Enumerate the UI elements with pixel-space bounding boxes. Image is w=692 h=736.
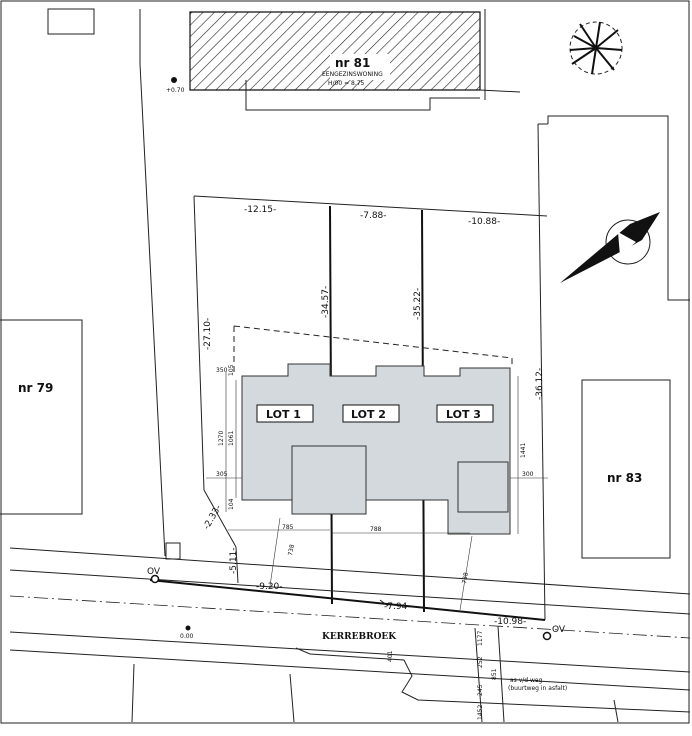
nr-83-label: nr 83 <box>607 471 642 485</box>
building-annex-lot2 <box>291 445 367 515</box>
level-point-road-icon <box>185 625 191 631</box>
nr-81-type-label: EENGEZINSWONING <box>322 71 383 78</box>
dim-r6: 401 <box>387 650 394 662</box>
nr-81-height-label: H/00 = 8.75 <box>328 80 365 87</box>
dim-b1: 785 <box>282 524 294 531</box>
dim-s1: 350 <box>216 367 228 374</box>
dim-depth-2: -35.22- <box>413 288 423 320</box>
tree-icon <box>569 21 623 75</box>
lot-1-label: LOT 1 <box>266 408 301 421</box>
dim-r4: 245 <box>477 684 484 696</box>
dim-line-738-a <box>269 517 281 587</box>
site-left-front <box>235 546 239 584</box>
dim-r5: 1452 <box>477 705 484 720</box>
lot-line-bottom <box>613 699 619 723</box>
nr-81-annex <box>245 80 480 111</box>
dim-s2: 104 <box>228 498 235 510</box>
road-edge-3 <box>9 631 691 673</box>
dim-front-2: -7.94- <box>384 602 411 612</box>
lot-line-bottom <box>474 627 483 723</box>
nr-79-label: nr 79 <box>18 381 53 395</box>
dim-r2: 252 <box>477 656 484 668</box>
lot-line-bottom <box>497 625 505 723</box>
lot-3-label: LOT 3 <box>446 408 481 421</box>
dim-h3: 1441 <box>520 443 527 458</box>
road-edge-top <box>9 547 691 595</box>
level-top: +0.70 <box>166 87 185 94</box>
dim-rear-2: -7.88- <box>360 211 387 221</box>
boundary-line-right <box>537 123 546 621</box>
ov-label-right: OV <box>552 625 566 635</box>
dim-rear-3: -10.88- <box>468 217 500 227</box>
nr-81-fence <box>479 89 521 93</box>
lot-line-bottom <box>289 673 295 723</box>
ov-marker-left-icon <box>150 574 160 584</box>
nr-81-label-bg <box>330 54 390 80</box>
lot-1-box <box>256 404 314 423</box>
dim-left-angle: -2.33- <box>202 504 224 532</box>
dim-w1: 305 <box>216 471 228 478</box>
nr-81-label: nr 81 <box>335 56 370 70</box>
building-nr-83 <box>581 379 671 559</box>
dim-b4: 738 <box>461 572 470 585</box>
lot-2-box <box>342 404 400 423</box>
road-edge-4 <box>9 649 691 691</box>
small-building-top-left <box>47 8 95 35</box>
dim-front-3: -10.98- <box>494 617 526 627</box>
street-name: KERREBROEK <box>322 632 397 642</box>
ov-marker-right-icon <box>542 631 552 641</box>
lot-2-label: LOT 2 <box>351 408 386 421</box>
level-road: 0.00 <box>180 633 194 640</box>
dim-b3: 738 <box>287 544 296 557</box>
dim-r1: 1177 <box>477 631 484 646</box>
right-neighbor-building <box>547 115 690 301</box>
level-point-icon <box>171 77 177 83</box>
building-nr-79 <box>0 319 83 515</box>
dim-rear-1: -12.15- <box>244 205 276 215</box>
site-left-boundary <box>193 195 205 491</box>
site-rear-boundary <box>193 195 548 217</box>
site-left-angle <box>203 489 237 548</box>
asphalt-edge <box>295 647 691 713</box>
north-arrow-icon <box>560 212 660 283</box>
dim-w2: 300 <box>522 471 534 478</box>
dim-front-1: -9.20- <box>256 582 283 592</box>
building-footprint <box>241 363 511 535</box>
survey-cross-icon <box>379 599 389 607</box>
front-boundary <box>149 579 546 621</box>
dim-line-738-b <box>459 535 473 611</box>
dim-r3: 851 <box>491 668 498 680</box>
dim-h1: 1270 <box>218 431 225 446</box>
dim-b2: 788 <box>370 526 382 533</box>
road-surface-note: (buurtweg in asfalt) <box>508 685 567 692</box>
boundary-line-left <box>139 63 166 557</box>
building-annex-lot3 <box>457 461 509 513</box>
dim-depth-right: -36.12- <box>535 368 545 400</box>
road-axis-note: as v/d weg <box>510 677 543 684</box>
dim-depth-1: -34.57- <box>321 286 331 318</box>
dim-depth-left: -27.10- <box>203 318 213 350</box>
dim-s3: 105 <box>228 364 235 376</box>
road-axis <box>9 595 691 639</box>
lot-line-bottom <box>131 663 135 723</box>
utility-box <box>165 542 181 560</box>
building-envelope-dashed <box>233 325 513 368</box>
lot-3-box <box>436 404 494 423</box>
dim-left-low: -5.11- <box>229 547 239 574</box>
dim-h2: 1061 <box>228 431 235 446</box>
ov-label-left: OV <box>147 567 161 577</box>
road-edge-2 <box>9 569 691 615</box>
street-label-bg <box>318 628 396 642</box>
